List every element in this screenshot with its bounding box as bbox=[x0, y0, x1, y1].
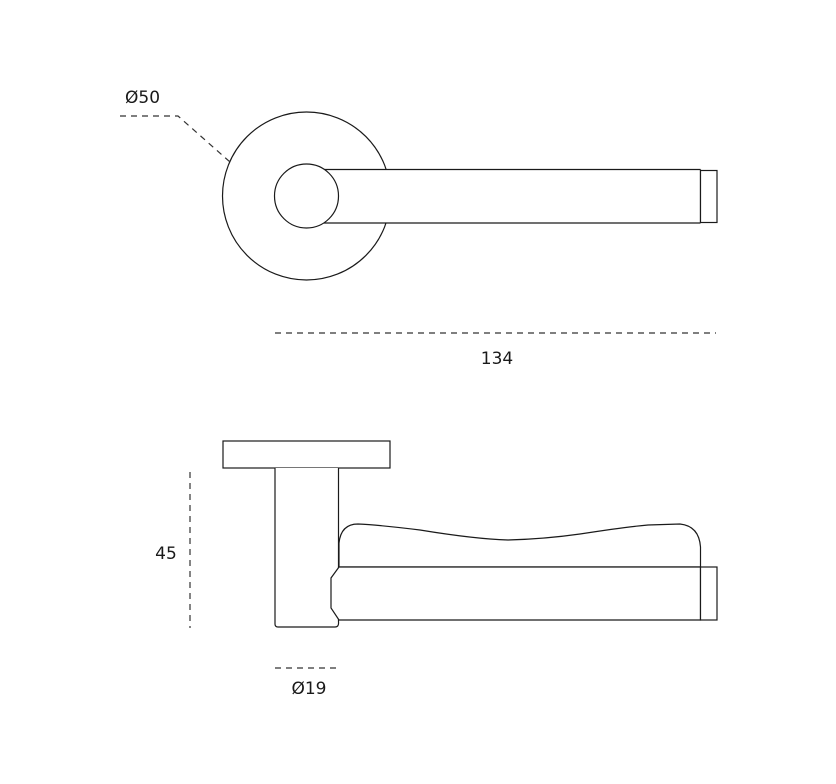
lever-arm-top bbox=[306, 169, 701, 223]
spindle-dimension-label: Ø19 bbox=[291, 679, 326, 699]
side-view bbox=[222, 440, 718, 628]
rose-diameter-leader bbox=[120, 115, 231, 163]
rose-plate-side bbox=[222, 440, 391, 469]
projection-dimension-label: 45 bbox=[155, 544, 177, 564]
lever-end-cap-side bbox=[699, 566, 718, 621]
spindle-post-side bbox=[274, 468, 340, 628]
spindle-circle bbox=[273, 163, 340, 229]
length-dimension-label: 134 bbox=[481, 349, 513, 369]
rose-diameter-label: Ø50 bbox=[125, 88, 160, 108]
lever-arm-side bbox=[330, 566, 702, 621]
lever-end-cap-top bbox=[699, 169, 718, 224]
top-view bbox=[221, 111, 718, 281]
lever-grip-wave bbox=[338, 523, 702, 568]
